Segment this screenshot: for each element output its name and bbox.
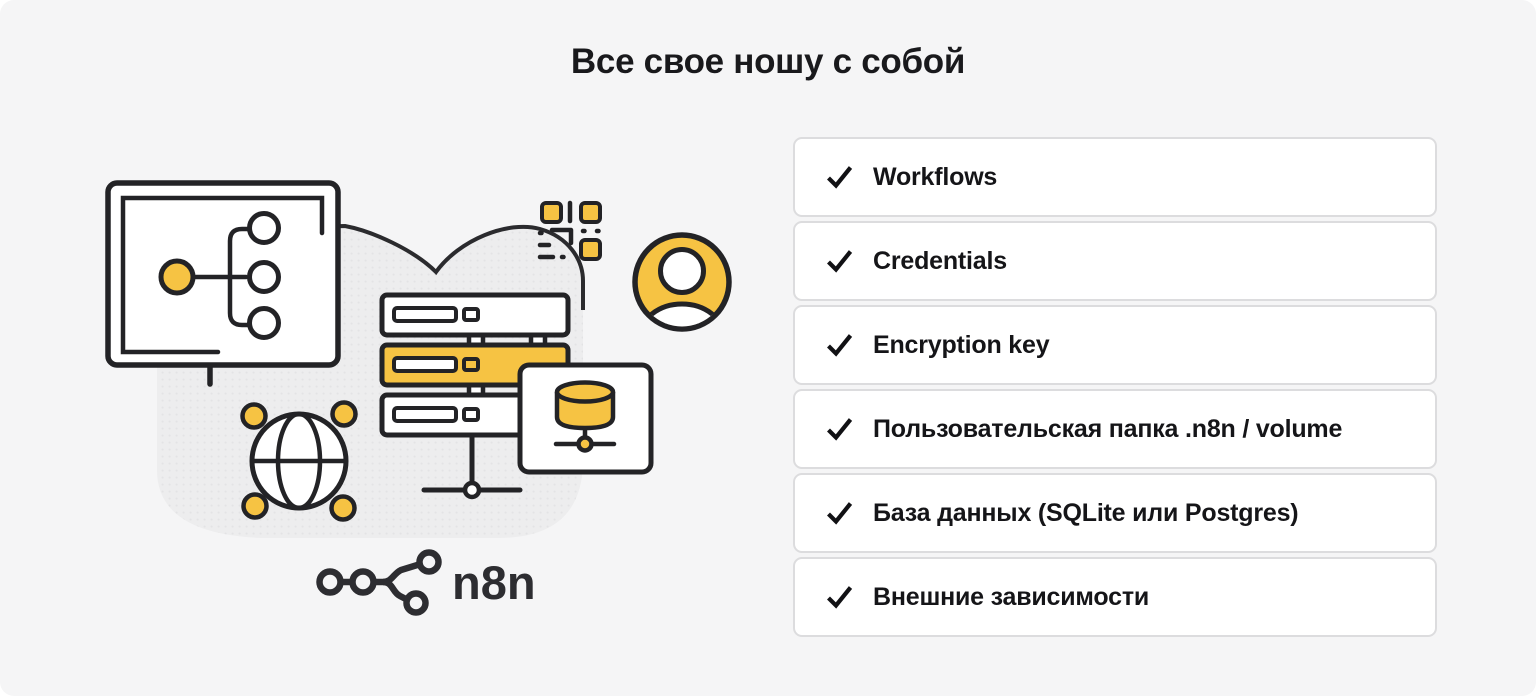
database-icon xyxy=(517,362,654,475)
checkmark-icon xyxy=(827,334,853,357)
checklist: Workflows Credentials Encryption key Пол… xyxy=(793,137,1437,637)
qr-code-icon xyxy=(537,200,602,261)
checklist-item: Пользовательская папка .n8n / volume xyxy=(793,389,1437,469)
checklist-item: Encryption key xyxy=(793,305,1437,385)
slide-title: Все свое ношу с собой xyxy=(570,42,966,81)
checkmark-icon xyxy=(827,586,853,609)
checkmark-icon xyxy=(827,502,853,525)
checklist-item: Credentials xyxy=(793,221,1437,301)
checkmark-icon xyxy=(827,418,853,441)
user-avatar-icon xyxy=(632,232,732,332)
globe-icon xyxy=(240,400,358,522)
checklist-item-label: Внешние зависимости xyxy=(873,582,1150,611)
checklist-item-label: База данных (SQLite или Postgres) xyxy=(873,498,1299,527)
n8n-logo-text: n8n xyxy=(452,556,536,609)
checklist-item-label: Encryption key xyxy=(873,330,1050,359)
n8n-portability-illustration: n8n xyxy=(105,180,732,616)
checklist-item-label: Пользовательская папка .n8n / volume xyxy=(873,414,1343,443)
monitor-workflow-icon xyxy=(105,180,341,387)
checklist-item: Внешние зависимости xyxy=(793,557,1437,637)
checklist-item-label: Workflows xyxy=(873,162,998,191)
checklist-item: База данных (SQLite или Postgres) xyxy=(793,473,1437,553)
n8n-logo: n8n xyxy=(316,549,536,616)
checklist-item: Workflows xyxy=(793,137,1437,217)
checklist-item-label: Credentials xyxy=(873,246,1007,275)
checkmark-icon xyxy=(827,250,853,273)
checkmark-icon xyxy=(827,166,853,189)
